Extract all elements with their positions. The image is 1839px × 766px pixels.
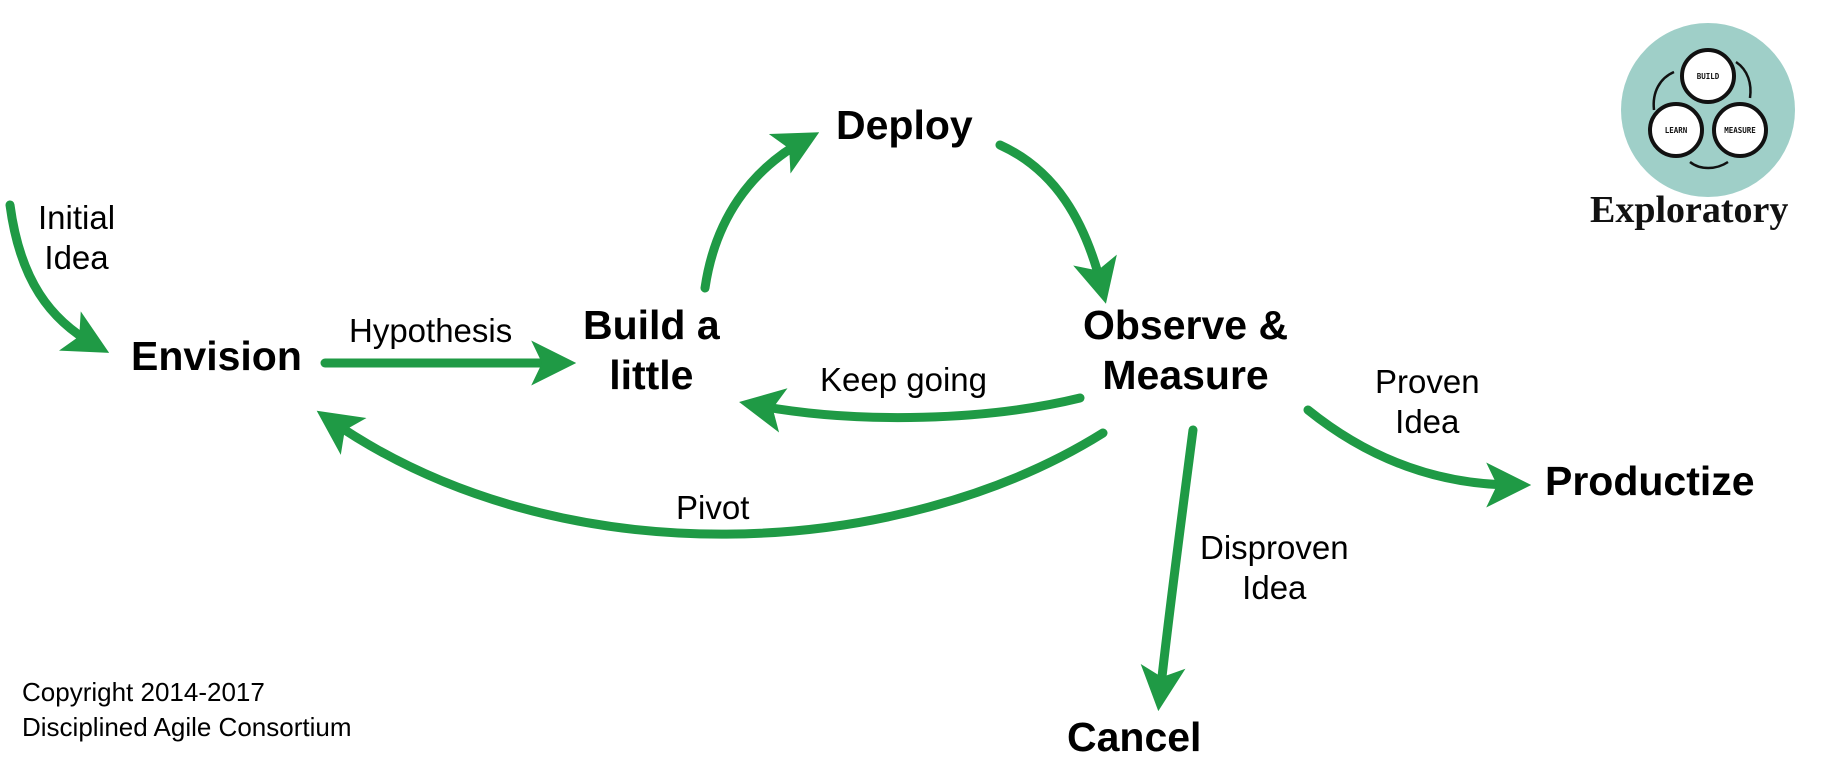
badge-measure-label: MEASURE (1724, 126, 1756, 135)
copyright-notice: Copyright 2014-2017 Disciplined Agile Co… (22, 675, 351, 745)
badge-build-label: BUILD (1697, 72, 1720, 81)
edge-label-proven-line1: Proven (1375, 363, 1480, 400)
arrow-deploy-to-observe (995, 140, 1117, 304)
node-observe-measure: Observe & Measure (1083, 300, 1288, 400)
arrow-build-to-deploy (700, 132, 820, 293)
arrow-pivot (316, 410, 1108, 539)
edge-label-keep-going: Keep going (820, 361, 987, 398)
node-build-a-little: Build a little (583, 300, 720, 400)
node-cancel: Cancel (1067, 714, 1202, 760)
badge-measure-circle (1712, 102, 1768, 158)
edge-label-proven-line2: Idea (1395, 403, 1460, 441)
badge-title: Exploratory (1590, 189, 1789, 231)
edge-label-disproven-idea: Disproven Idea (1200, 528, 1349, 609)
edge-label-proven-idea: Proven Idea (1375, 362, 1480, 443)
copyright-line2: Disciplined Agile Consortium (22, 712, 352, 743)
node-build-line2: little (609, 352, 694, 399)
node-deploy: Deploy (836, 102, 973, 148)
node-productize: Productize (1545, 458, 1755, 504)
build-measure-learn-badge: BUILD LEARN MEASURE (1621, 23, 1795, 197)
edge-label-disproven-line1: Disproven (1200, 529, 1349, 566)
badge-learn-circle (1648, 102, 1704, 158)
edge-label-disproven-line2: Idea (1242, 569, 1307, 607)
copyright-line1: Copyright 2014-2017 (22, 677, 265, 707)
badge-build-circle (1680, 48, 1736, 104)
badge-learn-label: LEARN (1665, 126, 1688, 135)
edge-label-initial-line2: Idea (44, 239, 109, 277)
arrow-proven-idea (1303, 405, 1532, 508)
edge-label-hypothesis: Hypothesis (349, 312, 513, 349)
edge-label-initial-line1: Initial (38, 199, 116, 236)
node-observe-line1: Observe & (1083, 302, 1289, 348)
edge-label-pivot: Pivot (676, 489, 750, 526)
arrow-keep-going (739, 388, 1085, 433)
edge-label-initial-idea: Initial Idea (38, 198, 115, 279)
node-build-line1: Build a (583, 302, 720, 348)
node-envision: Envision (131, 333, 302, 379)
arrow-initial-idea (5, 200, 110, 353)
badge-cycle-arrows-icon (1652, 60, 1752, 170)
arrow-disproven-idea (1140, 425, 1198, 712)
node-observe-line2: Measure (1102, 352, 1269, 399)
